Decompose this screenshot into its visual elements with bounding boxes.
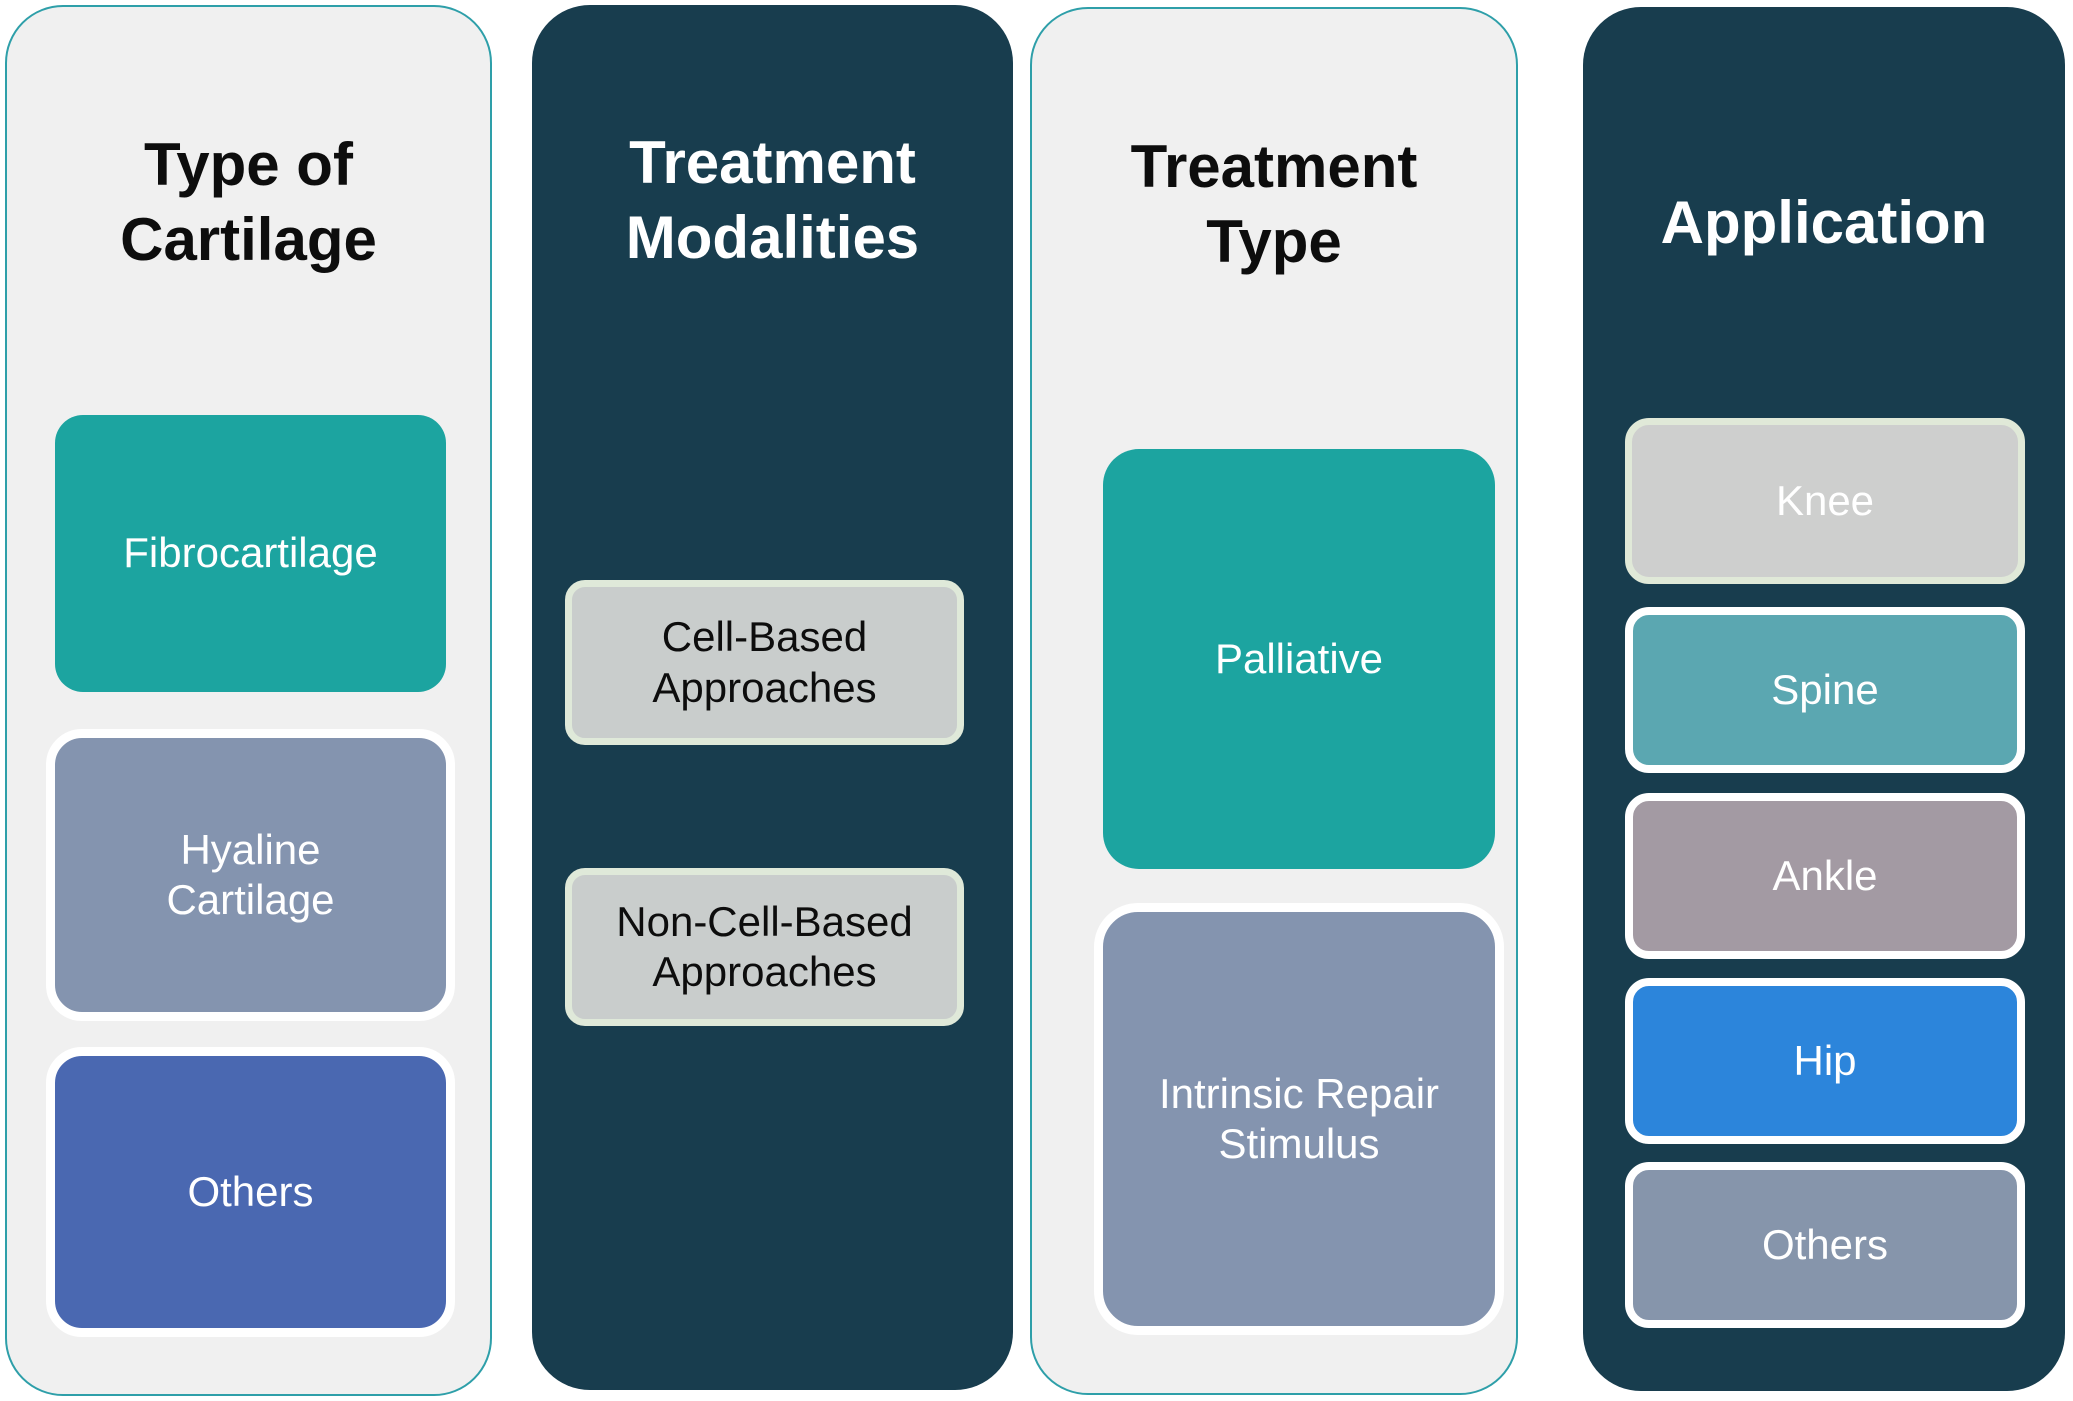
column-type-of-cartilage: Type of Cartilage Fibrocartilage Hyaline… bbox=[5, 5, 492, 1396]
box-non-cell-based-approaches: Non-Cell-Based Approaches bbox=[565, 868, 964, 1026]
column-title-treatment-type: Treatment Type bbox=[1130, 133, 1418, 275]
box-fibrocartilage: Fibrocartilage bbox=[55, 415, 446, 692]
box-hip: Hip bbox=[1625, 978, 2025, 1144]
box-knee: Knee bbox=[1625, 418, 2025, 584]
box-intrinsic-repair-stimulus: Intrinsic Repair Stimulus bbox=[1094, 903, 1504, 1335]
box-others-application: Others bbox=[1625, 1162, 2025, 1328]
box-palliative: Palliative bbox=[1103, 449, 1495, 869]
box-cell-based-approaches: Cell-Based Approaches bbox=[565, 580, 964, 745]
column-treatment-modalities: Treatment Modalities Cell-Based Approach… bbox=[532, 5, 1013, 1390]
box-ankle: Ankle bbox=[1625, 793, 2025, 959]
column-application: Application Knee Spine Ankle Hip Others bbox=[1583, 7, 2065, 1391]
column-title-type-of-cartilage: Type of Cartilage bbox=[120, 131, 377, 273]
box-hyaline-cartilage: Hyaline Cartilage bbox=[46, 729, 455, 1021]
column-title-treatment-modalities: Treatment Modalities bbox=[625, 129, 920, 271]
box-spine: Spine bbox=[1625, 607, 2025, 773]
column-treatment-type: Treatment Type Palliative Intrinsic Repa… bbox=[1030, 7, 1518, 1395]
box-others-cartilage: Others bbox=[46, 1047, 455, 1337]
column-title-application: Application bbox=[1660, 189, 1988, 256]
